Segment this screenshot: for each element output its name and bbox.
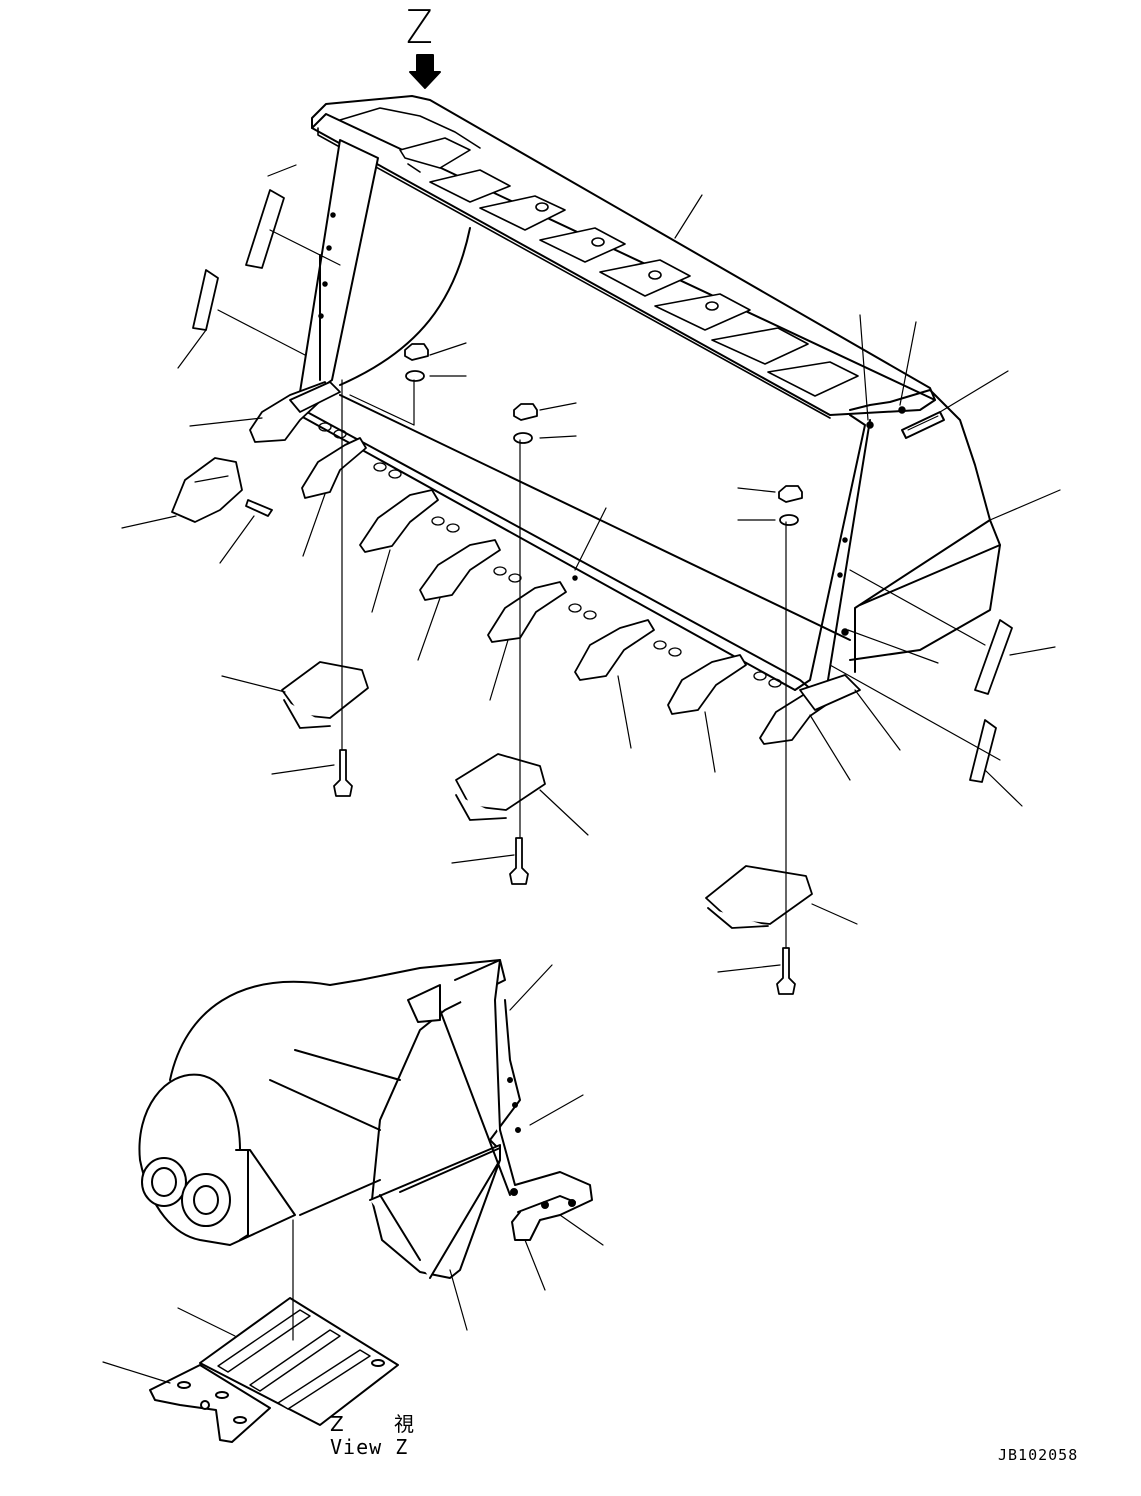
tooth-adapters	[249, 381, 861, 745]
bucket-body	[284, 95, 1001, 691]
drawing-number: JB102058	[998, 1446, 1079, 1464]
view-caption-english: View Z	[330, 1435, 409, 1459]
view-z-leaders	[102, 964, 604, 1384]
tooth-tip-left	[171, 457, 273, 523]
callout-leaders	[121, 164, 1061, 973]
side-protectors	[192, 189, 1013, 783]
view-direction-label: Z	[406, 0, 433, 54]
view-z-plates	[149, 1297, 399, 1443]
wear-plates	[281, 661, 813, 929]
view-z-bucket	[138, 959, 593, 1279]
reference-lines	[341, 379, 787, 949]
edge-bolt-holes	[318, 422, 782, 688]
top-guard-plates	[317, 107, 859, 419]
nuts-washers	[404, 343, 803, 526]
view-direction-arrow-icon	[409, 54, 441, 89]
view-caption-japanese: Z 視	[330, 1412, 437, 1436]
bolts	[333, 749, 796, 995]
bolt-holes	[318, 212, 906, 636]
